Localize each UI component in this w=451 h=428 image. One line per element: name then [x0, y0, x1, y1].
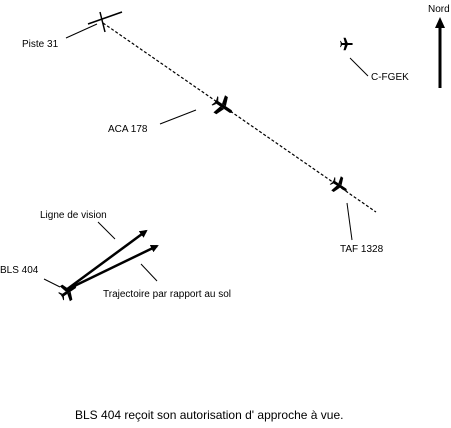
aca-label-leader — [159, 109, 197, 125]
runway-label-leader — [65, 23, 98, 39]
north-arrow-head — [435, 17, 445, 28]
aircraft-taf-icon — [327, 173, 352, 198]
aircraft-cfgek-label: C-FGEK — [371, 72, 409, 83]
north-label: Nord — [428, 4, 450, 15]
taf-label-leader — [346, 202, 353, 241]
line-of-sight-arrow — [65, 229, 148, 292]
bls-label-leader — [43, 278, 61, 288]
aircraft-aca-label: ACA 178 — [108, 124, 148, 135]
ground-track-label: Trajectoire par rapport au sol — [103, 289, 231, 300]
runway-label: Piste 31 — [22, 39, 59, 50]
diagram-caption: BLS 404 reçoit son autorisation d' appro… — [75, 408, 343, 422]
runway-symbol — [87, 11, 123, 33]
ground-track-leader — [140, 263, 158, 282]
aircraft-cfgek-icon — [340, 37, 353, 51]
ground-track-arrow — [65, 244, 159, 292]
line-of-sight-leader — [97, 221, 116, 240]
approach-path — [102, 22, 377, 213]
line-of-sight-label: Ligne de vision — [40, 210, 107, 221]
aircraft-taf-label: TAF 1328 — [340, 244, 384, 255]
cfgek-label-leader — [349, 57, 369, 77]
aircraft-aca-icon — [208, 91, 238, 122]
aircraft-bls-label: BLS 404 — [0, 265, 39, 276]
